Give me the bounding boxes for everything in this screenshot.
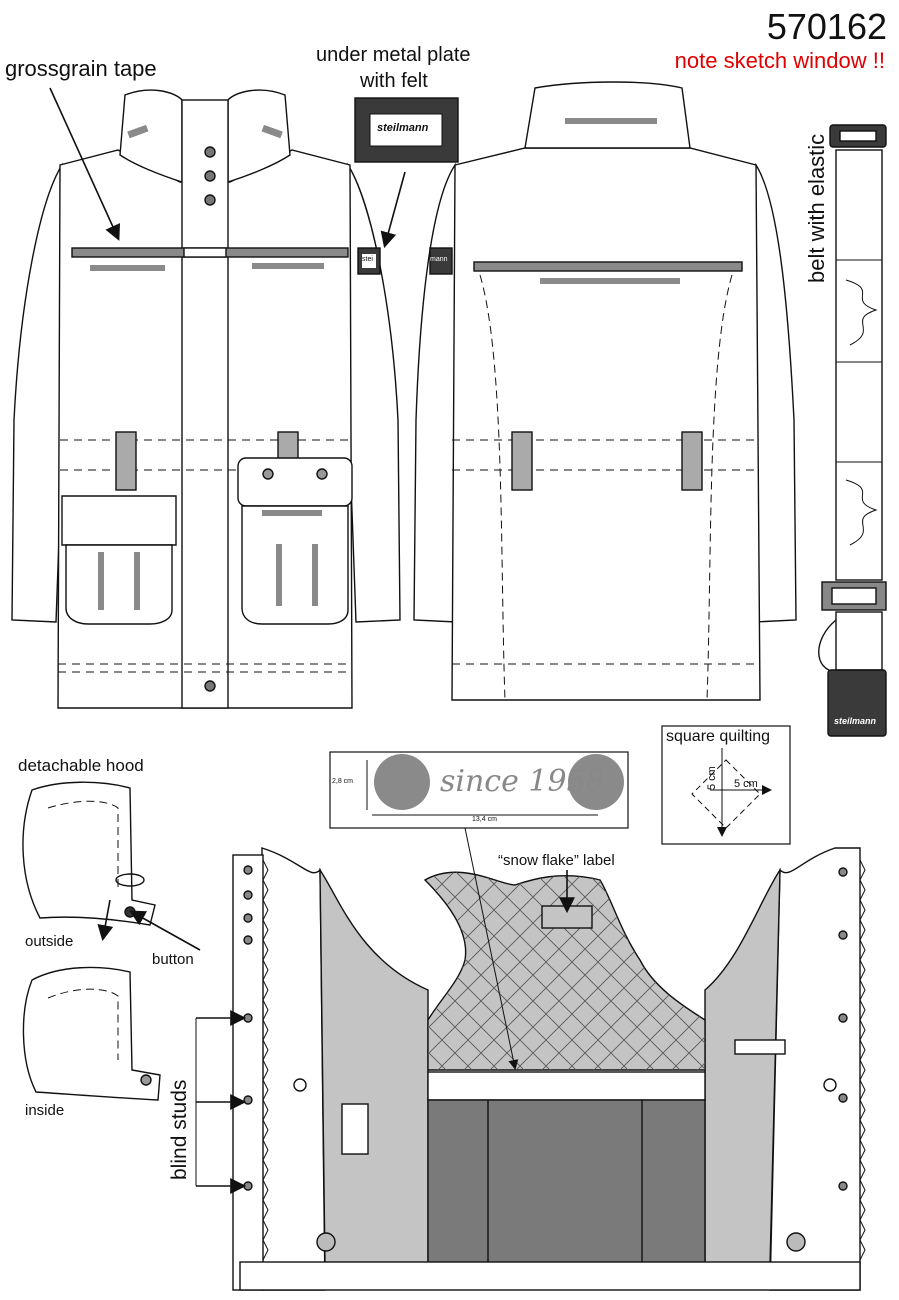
callout-arrows (49, 87, 575, 1194)
back-jacket-sketch (413, 81, 797, 701)
metal-plate-label-line1: under metal plate (316, 44, 471, 66)
metal-plate-brand: steilmann (377, 122, 429, 134)
square-quilting-label: square quilting (666, 728, 771, 745)
belt-sketch (818, 124, 887, 737)
detachable-hood-label: detachable hood (18, 756, 144, 775)
hood-outside-sketch (22, 781, 156, 926)
tape-height-dim: 2,8 cm (332, 778, 354, 785)
belt-buckle-brand: steilmann (834, 716, 877, 726)
quilting-vertical-dim: 5 cm (706, 766, 718, 790)
metal-plate-sketch (354, 97, 459, 163)
hood-button-label: button (152, 951, 194, 968)
blind-studs-label: blind studs (168, 1079, 191, 1180)
tape-since-text: since 1958 (440, 764, 605, 799)
sleeve-badge-front: stei (362, 256, 373, 263)
inside-view-sketch (232, 847, 866, 1291)
hood-inside-sketch (22, 966, 161, 1101)
article-number: 570162 (766, 6, 887, 47)
metal-plate-label-line2: with felt (360, 70, 428, 92)
snow-flake-label: “snow flake” label (498, 852, 615, 869)
quilting-horizontal-dim: 5 cm (734, 778, 758, 790)
hood-outside-label: outside (25, 933, 74, 950)
front-jacket-sketch (11, 89, 401, 709)
sketch-window-note: note sketch window !! (674, 48, 885, 73)
tape-detail-sketch (329, 751, 629, 829)
sleeve-badge-back: mann (430, 256, 448, 263)
tape-width-dim: 13,4 cm (472, 816, 497, 823)
belt-label: belt with elastic (804, 133, 829, 283)
quilting-detail-sketch (661, 725, 791, 845)
hood-inside-label: inside (25, 1102, 65, 1119)
grossgrain-tape-label: grossgrain tape (5, 56, 157, 81)
